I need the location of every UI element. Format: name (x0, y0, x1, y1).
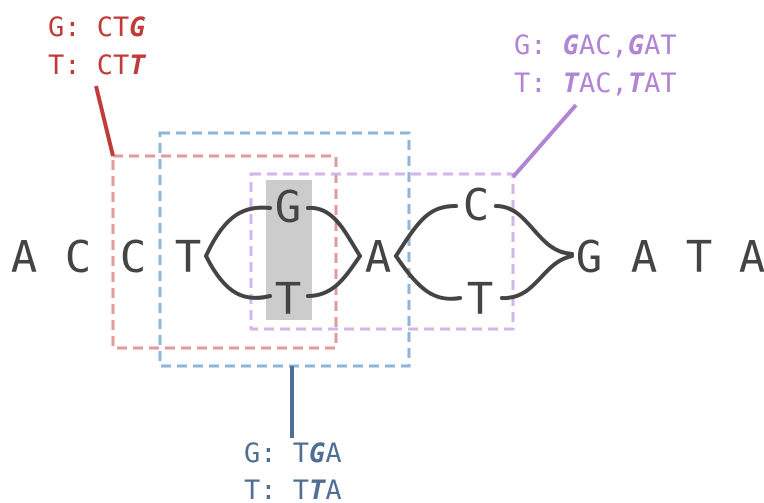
bubble1-top-base: G (275, 182, 302, 233)
base-middle: A (365, 232, 392, 283)
bubble1-bottom-base: T (275, 274, 302, 325)
edge-t-to-g2 (500, 254, 574, 301)
base-left-4: T (175, 232, 202, 283)
red-leader-line (94, 85, 115, 157)
blue-kmer-g: G: TGA (244, 438, 342, 469)
base-left-2: C (65, 232, 92, 283)
base-left-3: C (120, 232, 147, 283)
base-right-2: A (631, 232, 658, 283)
purple-kmer-box (249, 172, 515, 331)
base-left-1: A (11, 232, 38, 283)
bubble-highlight (266, 180, 312, 320)
purple-kmer-g: G: GAC,GAT (514, 30, 677, 61)
bubble2-bottom-base: T (467, 274, 494, 325)
edge-a-to-c (394, 204, 458, 258)
base-right-3: T (686, 232, 713, 283)
edge-g-to-a (306, 205, 362, 258)
blue-kmer-t: T: TTA (244, 475, 342, 503)
base-right-4: A (739, 232, 764, 283)
edge-c-to-g (494, 204, 574, 256)
base-right-1: G (576, 232, 603, 283)
purple-leader-line (511, 103, 578, 179)
edge-t-to-t (204, 254, 272, 300)
edge-a-to-t (394, 254, 462, 301)
edge-t-to-a (306, 254, 362, 298)
purple-kmer-t: T: TAC,TAT (514, 68, 677, 99)
bubble2-top-base: C (463, 180, 490, 231)
edge-t-to-g (204, 205, 272, 258)
red-kmer-t: T: CTT (48, 50, 146, 81)
red-kmer-g: G: CTG (48, 12, 146, 43)
